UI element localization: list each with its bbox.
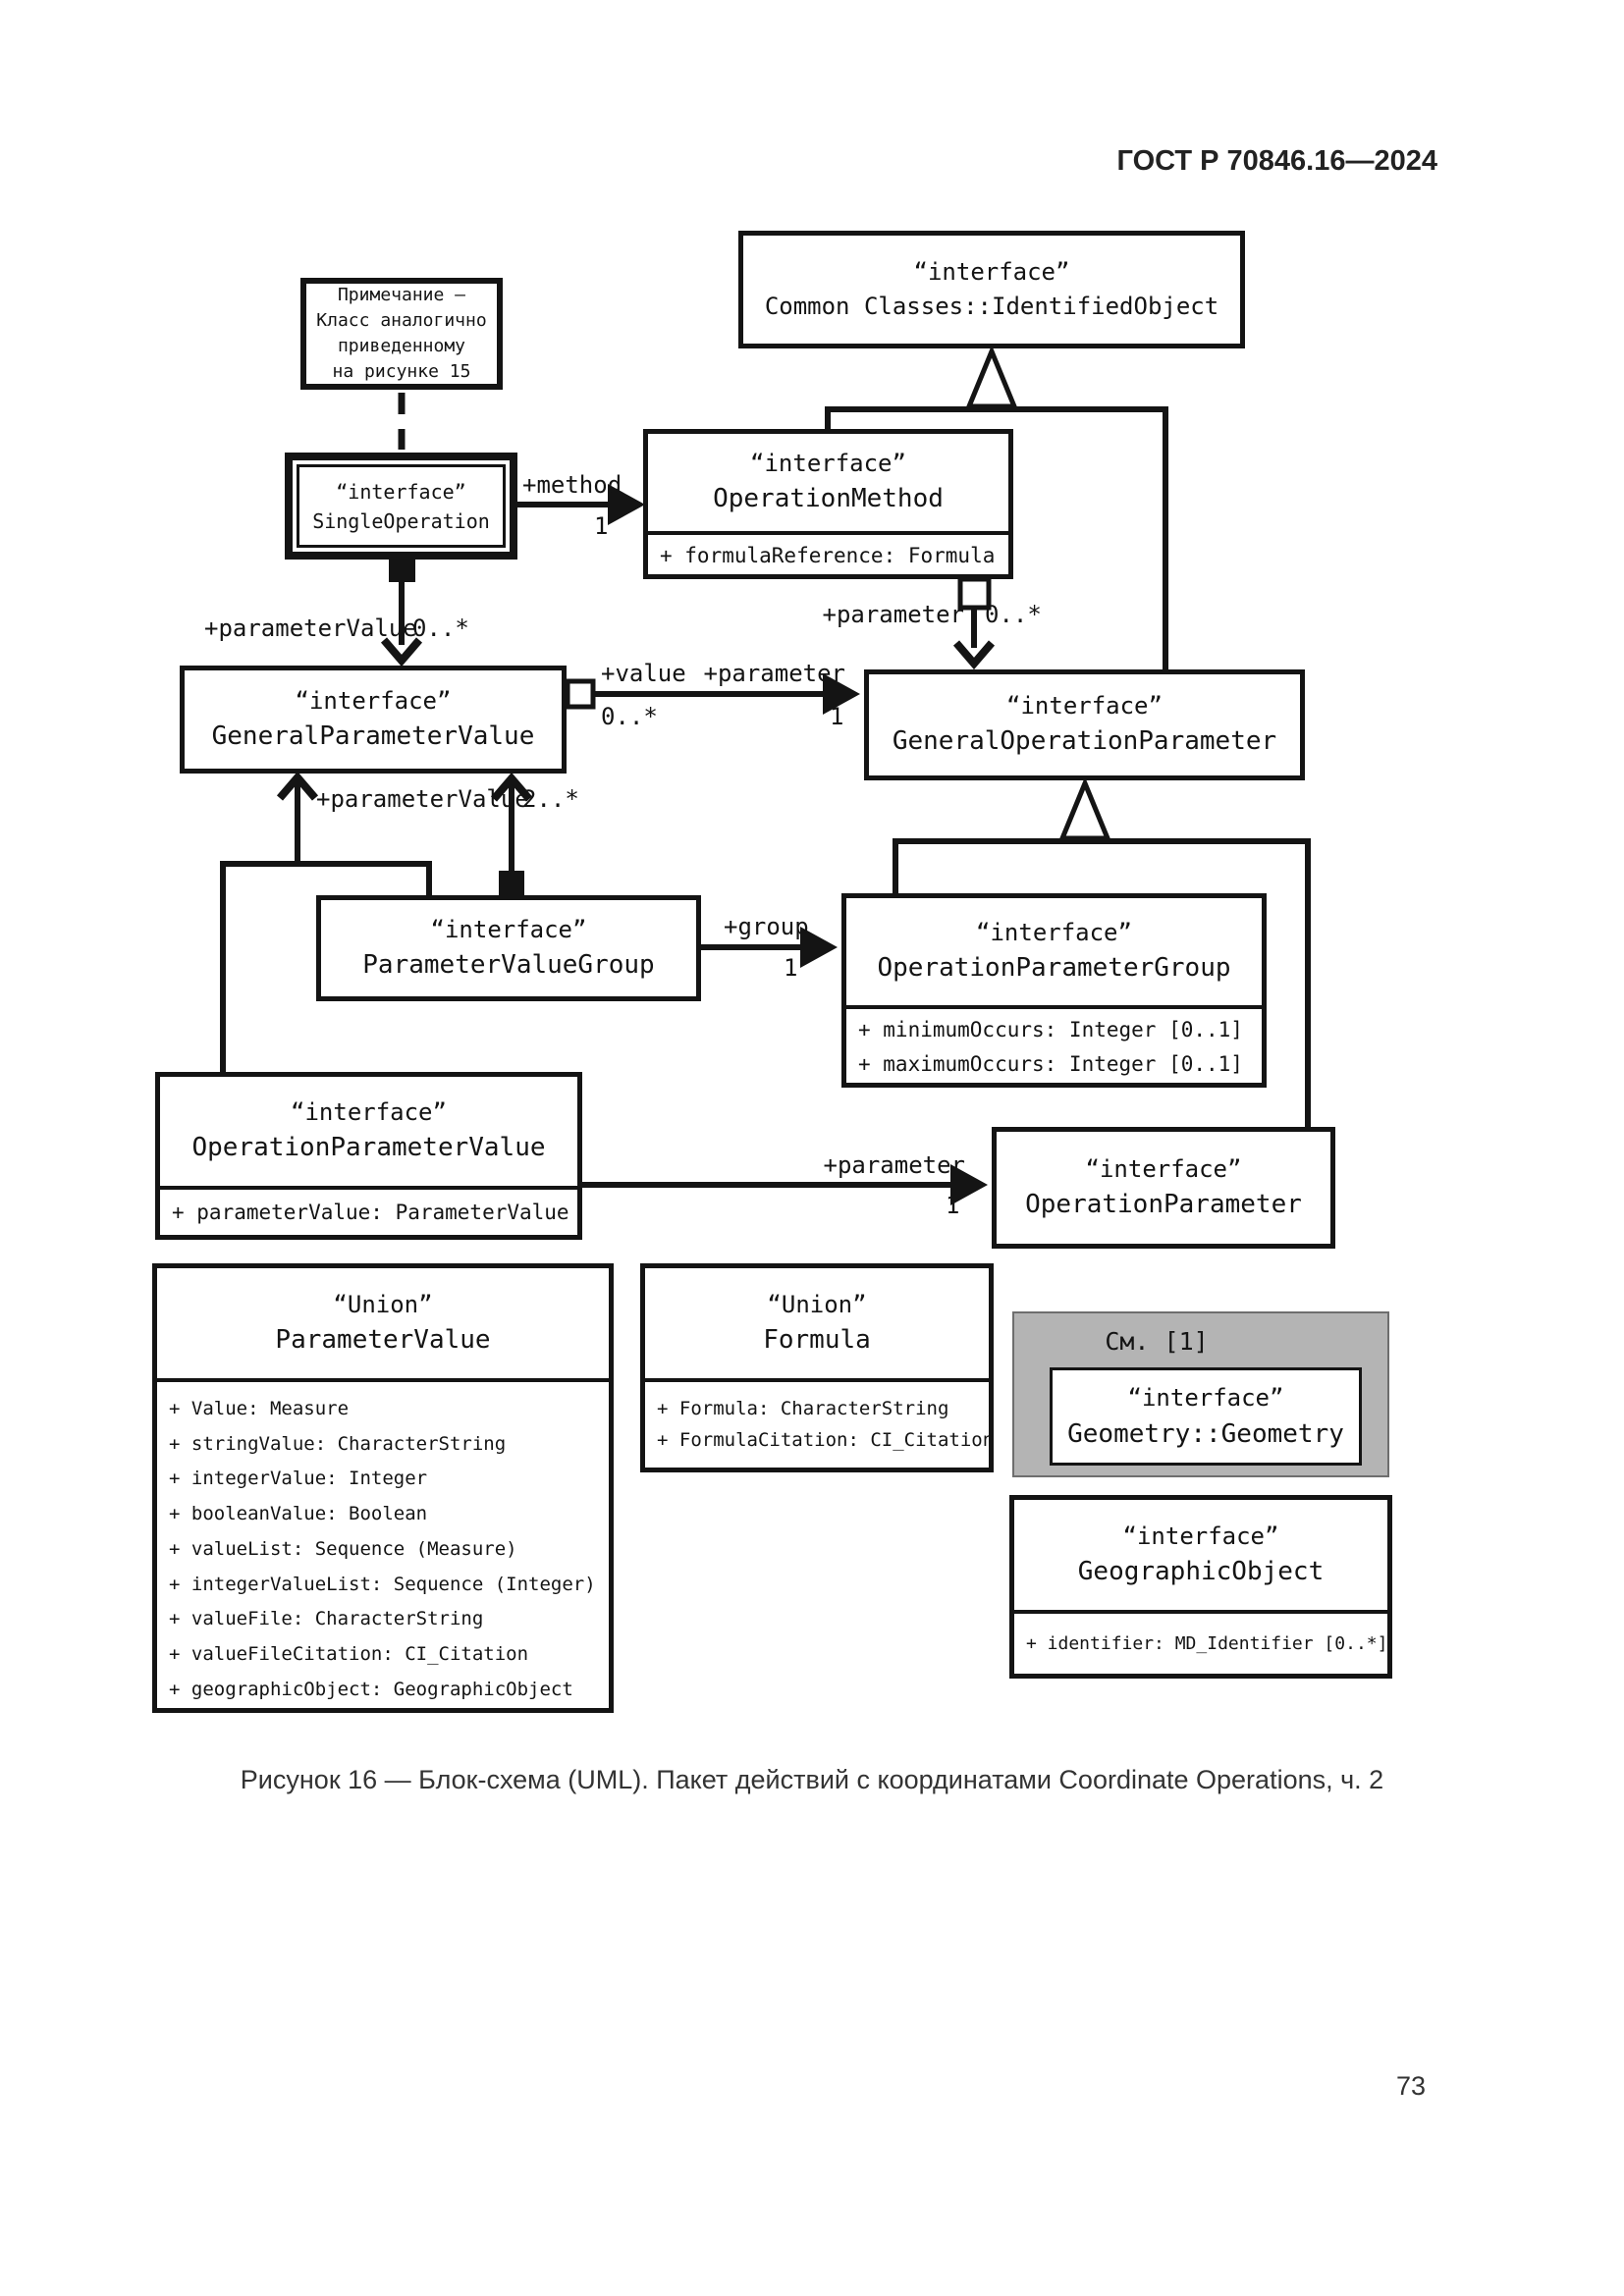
- stereotype: “interface”: [913, 258, 1070, 287]
- class-name: ParameterValue: [275, 1324, 491, 1355]
- class-single-operation: “interface” SingleOperation: [285, 453, 517, 560]
- attribute: + Value: Measure: [169, 1398, 350, 1419]
- attribute: + parameterValue: ParameterValue: [172, 1200, 569, 1224]
- attribute: + booleanValue: Boolean: [169, 1503, 428, 1525]
- stereotype: “Union”: [767, 1290, 867, 1318]
- class-operation-method: “interface” OperationMethod + formulaRef…: [643, 429, 1013, 579]
- class-operation-parameter-value: “interface” OperationParameterValue + pa…: [155, 1072, 582, 1240]
- label-pvg-parametervalue: +parameterValue: [316, 785, 529, 813]
- label-opv-parameter: +parameter: [823, 1151, 966, 1179]
- label-so-parametervalue: +parameterValue: [204, 614, 417, 642]
- attribute: + maximumOccurs: Integer [0..1]: [858, 1051, 1243, 1076]
- label-gpv-parameter-mult: 1: [830, 703, 844, 730]
- label-group-mult: 1: [784, 954, 798, 982]
- attribute: + Formula: CharacterString: [657, 1398, 949, 1420]
- attribute: + formulaReference: Formula: [660, 544, 996, 567]
- arrowhead-method: [608, 484, 645, 525]
- class-name: OperationParameter: [1025, 1189, 1302, 1219]
- class-name: GeographicObject: [1077, 1556, 1325, 1586]
- note-line: Примечание —: [337, 284, 466, 305]
- class-name: Formula: [763, 1324, 871, 1355]
- label-method: +method: [522, 471, 623, 499]
- attribute: + stringValue: CharacterString: [169, 1432, 507, 1455]
- reference-label: См. [1]: [1105, 1327, 1209, 1356]
- composition-square-single-operation: [389, 556, 415, 582]
- label-so-parametervalue-mult: 0..*: [412, 614, 469, 642]
- attribute: + integerValueList: Sequence (Integer): [169, 1573, 596, 1595]
- stereotype: “interface”: [1085, 1154, 1242, 1183]
- arrowhead-pvg-parametervalue: [490, 772, 533, 802]
- class-name: SingleOperation: [312, 508, 490, 533]
- attribute: + valueFileCitation: CI_Citation: [169, 1643, 529, 1666]
- label-value: +value: [601, 660, 686, 687]
- class-name: GeneralOperationParameter: [892, 726, 1277, 757]
- stereotype: “interface”: [291, 1098, 447, 1127]
- label-gpv-parameter: +parameter: [703, 660, 846, 687]
- class-name: ParameterValueGroup: [362, 949, 655, 980]
- stereotype: “Union”: [333, 1290, 433, 1318]
- union-formula: “Union” Formula + Formula: CharacterStri…: [640, 1263, 994, 1472]
- attribute: + minimumOccurs: Integer [0..1]: [858, 1018, 1243, 1041]
- class-name: OperationParameterValue: [191, 1133, 546, 1163]
- page-number: 73: [1396, 2071, 1427, 2101]
- class-name: OperationMethod: [713, 484, 944, 514]
- class-name: Common Classes::IdentifiedObject: [764, 293, 1219, 320]
- arrowhead-opv-parameter: [950, 1164, 988, 1205]
- stereotype: “interface”: [976, 919, 1132, 947]
- arrowhead-group: [800, 927, 838, 968]
- stereotype: “interface”: [336, 479, 466, 504]
- class-operation-parameter-group: “interface” OperationParameterGroup + mi…: [841, 893, 1267, 1088]
- stereotype: “interface”: [1006, 692, 1163, 721]
- class-operation-parameter: “interface” OperationParameter: [992, 1127, 1335, 1249]
- label-value-mult: 0..*: [601, 703, 658, 730]
- note-box: Примечание — Класс аналогично приведенно…: [300, 278, 503, 390]
- label-group: +group: [724, 913, 809, 940]
- label-method-mult: 1: [594, 512, 609, 540]
- class-parameter-value-group: “interface” ParameterValueGroup: [316, 895, 701, 1001]
- label-pvg-parametervalue-mult: 2..*: [522, 785, 579, 813]
- arrowhead-generalization-gpv: [276, 771, 319, 801]
- label-opv-parameter-mult: 1: [946, 1192, 960, 1219]
- arrowhead-so-parametervalue: [380, 637, 423, 667]
- attribute: + valueFile: CharacterString: [169, 1608, 484, 1630]
- stereotype: “interface”: [750, 450, 906, 478]
- attribute: + identifier: MD_Identifier [0..*]: [1026, 1632, 1388, 1654]
- aggregation-square-gpv: [565, 678, 596, 710]
- class-name: GeneralParameterValue: [211, 721, 535, 751]
- attribute: + FormulaCitation: CI_Citation: [657, 1428, 995, 1451]
- attribute: + integerValue: Integer: [169, 1468, 428, 1490]
- stereotype: “interface”: [1127, 1383, 1284, 1412]
- class-general-parameter-value: “interface” GeneralParameterValue: [180, 666, 567, 774]
- note-line: приведенному: [337, 336, 466, 356]
- stereotype: “interface”: [430, 915, 587, 943]
- stereotype: “interface”: [1122, 1522, 1279, 1550]
- note-line: на рисунке 15: [332, 361, 471, 383]
- composition-square-pvg: [499, 871, 524, 896]
- class-name: Geometry::Geometry: [1067, 1418, 1344, 1449]
- label-om-parameter: +parameter: [822, 601, 965, 628]
- stereotype: “interface”: [295, 686, 452, 715]
- figure-caption: Рисунок 16 — Блок-схема (UML). Пакет дей…: [240, 1765, 1384, 1794]
- arrowhead-om-parameter: [952, 640, 996, 670]
- aggregation-square-operation-method: [957, 576, 992, 611]
- class-general-operation-parameter: “interface” GeneralOperationParameter: [864, 669, 1305, 780]
- label-om-parameter-mult: 0..*: [985, 601, 1042, 628]
- note-line: Класс аналогично: [316, 309, 487, 331]
- class-name: OperationParameterGroup: [877, 953, 1231, 984]
- geometry-reference-box: См. [1] “interface” Geometry::Geometry: [1012, 1311, 1389, 1477]
- class-geographic-object: “interface” GeographicObject + identifie…: [1009, 1495, 1392, 1679]
- class-identified-object: “interface” Common Classes::IdentifiedOb…: [738, 231, 1245, 348]
- union-parameter-value: “Union” ParameterValue + Value: Measure …: [152, 1263, 614, 1713]
- class-geometry: “interface” Geometry::Geometry: [1050, 1367, 1362, 1466]
- attribute: + geographicObject: GeographicObject: [169, 1678, 573, 1700]
- attribute: + valueList: Sequence (Measure): [169, 1537, 517, 1560]
- page-header: ГОСТ Р 70846.16—2024: [1116, 145, 1437, 177]
- arrowhead-gpv-parameter: [823, 673, 860, 715]
- generalization-triangle-identifiedobject: [965, 345, 1018, 409]
- generalization-triangle-gop: [1058, 776, 1111, 841]
